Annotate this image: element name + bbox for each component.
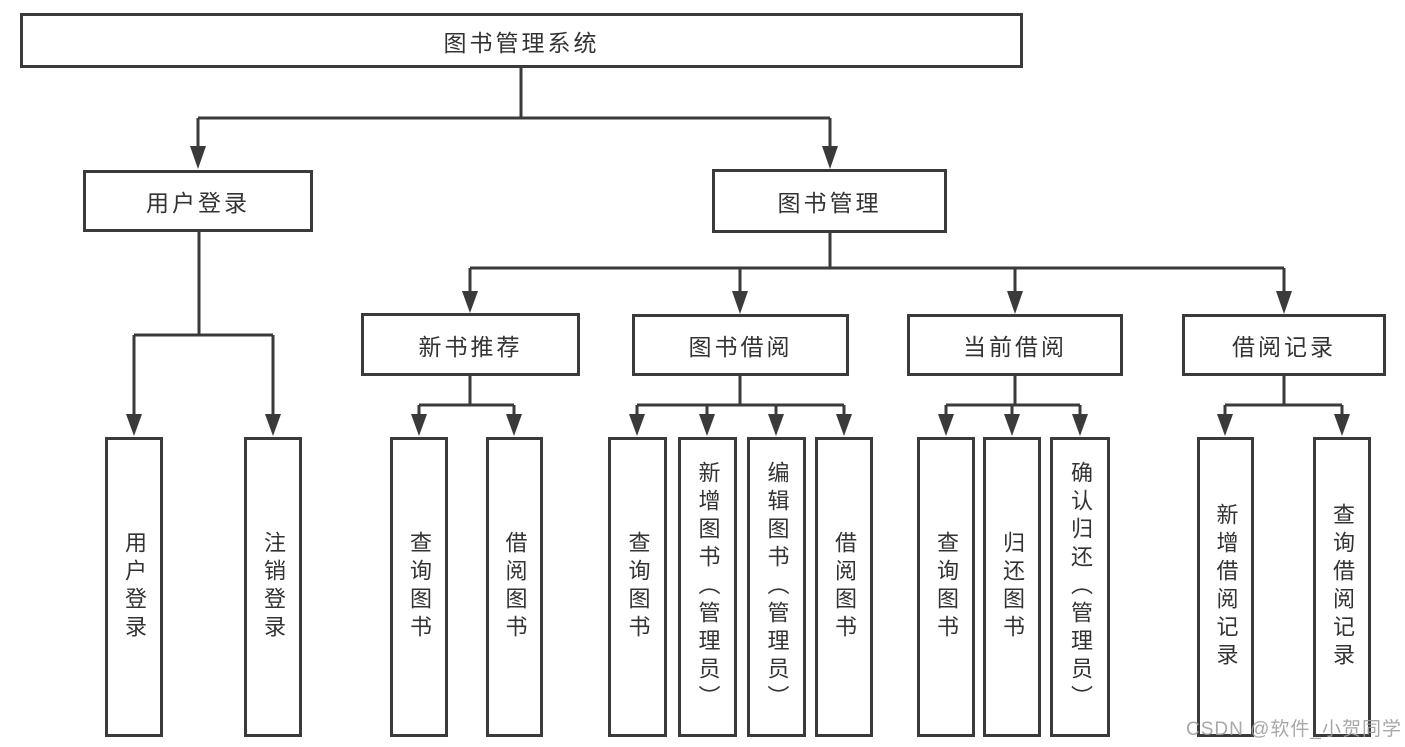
- leaf-add-books-admin-label: 新增图书（管理员）: [695, 461, 721, 713]
- leaf-query-borrow-record: 查询借阅记录: [1313, 437, 1371, 737]
- leaf-add-borrow-record-label: 新增借阅记录: [1213, 503, 1239, 671]
- leaf-query-books-borrow-label: 查询图书: [625, 531, 651, 643]
- leaf-query-books-current-label: 查询图书: [934, 531, 959, 643]
- leaf-confirm-return-admin: 确认归还（管理员）: [1050, 437, 1110, 737]
- csdn-watermark: CSDN @软件_小贺同学: [1186, 719, 1402, 740]
- leaf-borrow-books-recommend: 借阅图书: [486, 437, 543, 737]
- leaf-query-books-recommend: 查询图书: [390, 437, 448, 737]
- node-root-system: 图书管理系统: [20, 13, 1023, 68]
- leaf-edit-books-admin: 编辑图书（管理员）: [747, 437, 806, 737]
- leaf-add-books-admin: 新增图书（管理员）: [678, 437, 737, 737]
- leaf-return-books-label: 归还图书: [1000, 531, 1025, 643]
- leaf-return-books: 归还图书: [983, 437, 1041, 737]
- leaf-borrow-books: 借阅图书: [815, 437, 873, 737]
- leaf-add-borrow-record: 新增借阅记录: [1197, 437, 1254, 737]
- leaf-logout-label: 注销登录: [261, 531, 286, 643]
- node-borrow-records: 借阅记录: [1182, 314, 1386, 376]
- node-user-login: 用户登录: [83, 170, 313, 232]
- leaf-borrow-books-label: 借阅图书: [832, 531, 857, 643]
- leaf-user-login: 用户登录: [105, 437, 163, 737]
- leaf-edit-books-admin-label: 编辑图书（管理员）: [764, 461, 790, 713]
- leaf-user-login-label: 用户登录: [122, 531, 147, 643]
- leaf-confirm-return-admin-label: 确认归还（管理员）: [1068, 461, 1093, 713]
- leaf-query-books-current: 查询图书: [917, 437, 975, 737]
- leaf-borrow-books-recommend-label: 借阅图书: [502, 531, 528, 643]
- leaf-logout: 注销登录: [244, 437, 302, 737]
- node-current-borrow: 当前借阅: [907, 314, 1123, 376]
- leaf-query-books-recommend-label: 查询图书: [407, 531, 432, 643]
- node-new-book-recommend: 新书推荐: [361, 313, 580, 376]
- leaf-query-books-borrow: 查询图书: [608, 437, 667, 737]
- node-book-borrow: 图书借阅: [632, 314, 849, 376]
- leaf-query-borrow-record-label: 查询借阅记录: [1330, 503, 1355, 671]
- node-book-management: 图书管理: [712, 169, 947, 233]
